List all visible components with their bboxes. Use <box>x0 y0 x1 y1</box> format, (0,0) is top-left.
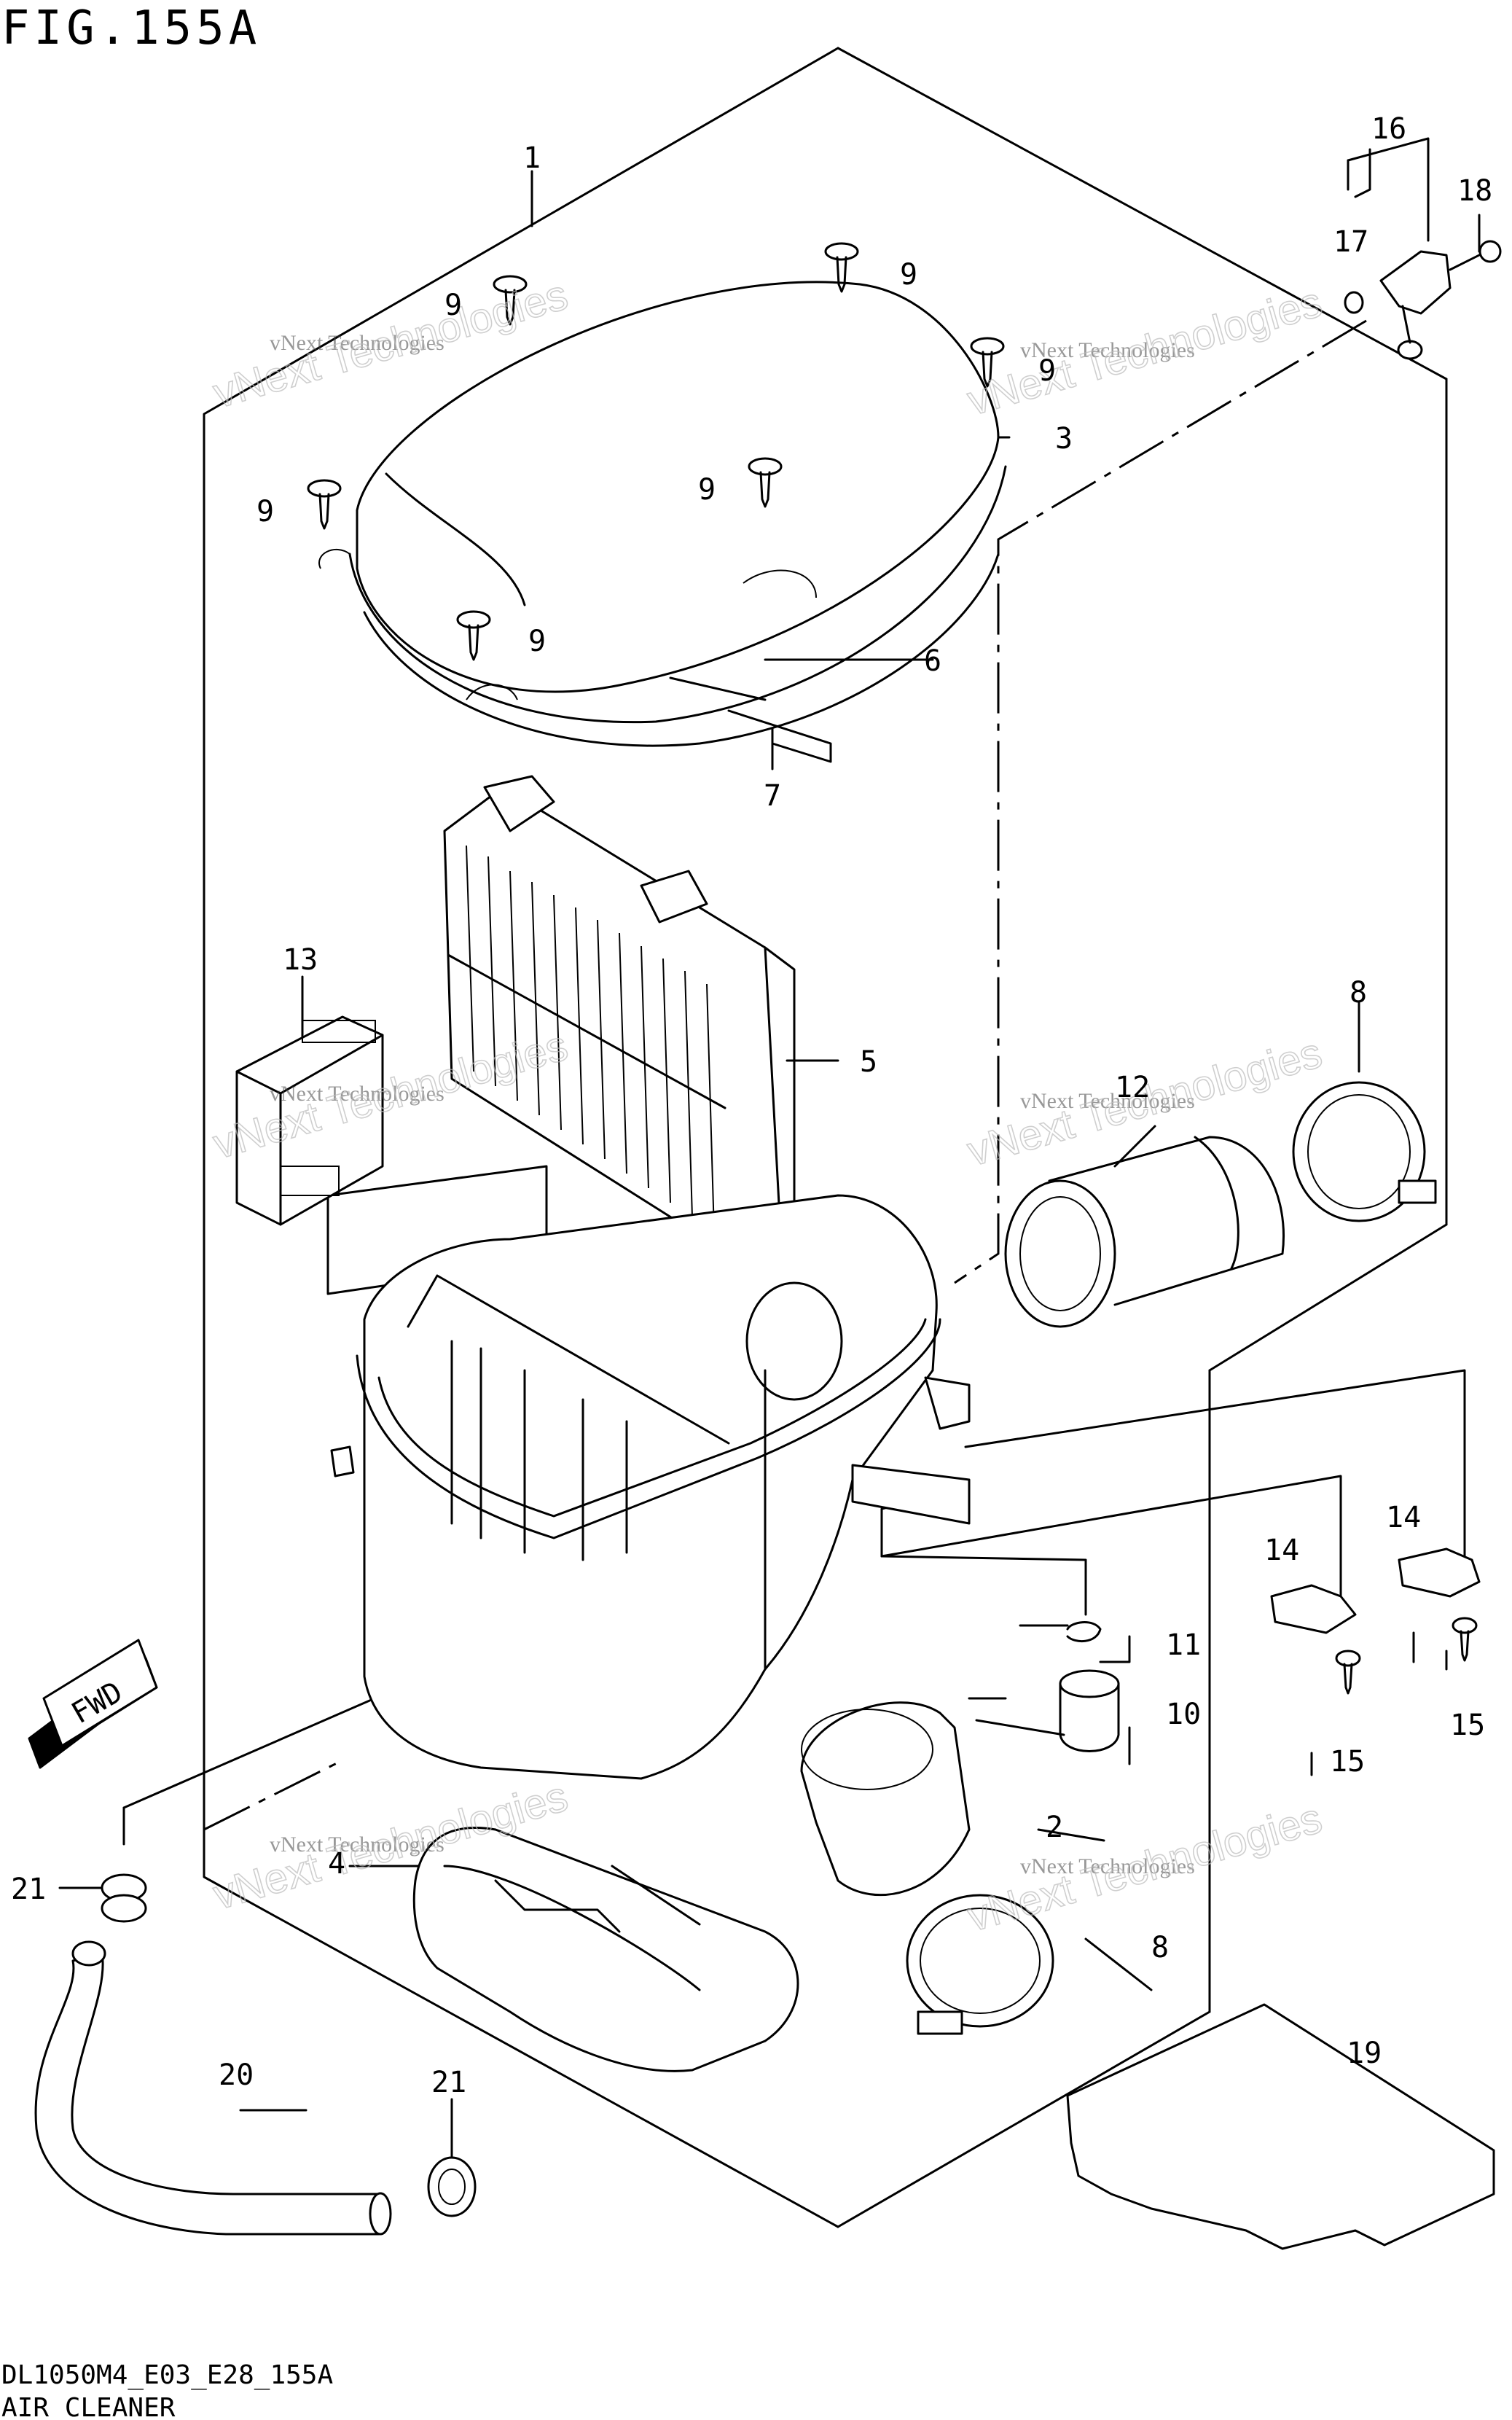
callout-9-b: 9 <box>900 258 917 292</box>
drain-plug <box>1059 1621 1120 1752</box>
callout-5: 5 <box>860 1045 877 1079</box>
watermark-small: vNext Technologies <box>1020 1089 1195 1113</box>
callout-3: 3 <box>1055 422 1073 456</box>
screw-icon <box>493 275 528 326</box>
screw-icon <box>1452 1617 1478 1662</box>
figure-code: DL1050M4_E03_E28_155A <box>1 2360 333 2390</box>
hose-clamp-lower <box>427 2156 477 2217</box>
sheet-panel <box>1066 2003 1495 2250</box>
callout-13: 13 <box>283 943 318 977</box>
hose-clamp-upper <box>101 1873 147 1923</box>
callout-19: 19 <box>1347 2037 1382 2070</box>
screw-icon <box>824 242 859 293</box>
watermark-large: vNext Technologies <box>963 1795 1327 1941</box>
filter-pleats <box>447 845 726 1233</box>
foam-block <box>235 1015 384 1226</box>
breather-hose <box>34 1940 392 2236</box>
filter-element <box>443 775 796 1255</box>
callout-15-a: 15 <box>1330 1745 1365 1779</box>
callout-10: 10 <box>1166 1698 1201 1731</box>
fwd-arrow-icon: FWD <box>28 1639 158 1769</box>
air-cleaner-case <box>330 1194 971 1780</box>
callout-21-b: 21 <box>431 2066 466 2099</box>
air-cleaner-cover <box>318 281 1007 763</box>
watermark-small: vNext Technologies <box>1020 1854 1195 1878</box>
callout-21-a: 21 <box>11 1873 46 1906</box>
callout-18: 18 <box>1457 174 1492 208</box>
clamp-upper <box>1292 1081 1437 1222</box>
watermark-small: vNext Technologies <box>270 1082 444 1106</box>
callout-14-b: 14 <box>1386 1501 1421 1534</box>
callout-9-e: 9 <box>698 473 716 507</box>
screw-icon <box>307 479 342 530</box>
screw-icon <box>1335 1650 1361 1695</box>
watermark-small: vNext Technologies <box>1020 338 1195 362</box>
watermark-large: vNext Technologies <box>963 278 1327 425</box>
figure-title: FIG.155A <box>1 1 261 55</box>
callout-8-upper: 8 <box>1350 976 1367 1010</box>
watermark-small: vNext Technologies <box>270 331 444 355</box>
callout-16: 16 <box>1371 112 1406 146</box>
callout-7: 7 <box>764 779 781 813</box>
intake-duct <box>1004 1136 1285 1328</box>
callout-9-d: 9 <box>256 495 274 528</box>
screw-icon <box>748 457 783 508</box>
sensor-assembly <box>1344 240 1502 360</box>
callout-8-lower: 8 <box>1151 1931 1169 1964</box>
callout-12: 12 <box>1115 1071 1150 1104</box>
lower-duct <box>800 1701 971 1897</box>
callout-9-a: 9 <box>444 289 462 322</box>
callout-20: 20 <box>219 2058 254 2092</box>
clamp-lower <box>906 1894 1054 2035</box>
screw-group <box>307 242 1005 661</box>
callout-11: 11 <box>1166 1628 1201 1662</box>
callout-4: 4 <box>328 1847 345 1881</box>
callout-1: 1 <box>523 141 541 175</box>
bracket-right <box>1398 1547 1481 1662</box>
callout-9-f: 9 <box>528 625 546 658</box>
callout-15-b: 15 <box>1450 1709 1485 1742</box>
lower-cover <box>412 1827 799 2072</box>
assembly-frame <box>203 47 1448 2228</box>
watermark-small: vNext Technologies <box>270 1832 444 1857</box>
figure-caption: AIR CLEANER <box>1 2393 176 2420</box>
screw-icon <box>970 337 1005 388</box>
callout-17: 17 <box>1333 225 1368 259</box>
callout-6: 6 <box>924 644 941 678</box>
screw-icon <box>456 610 491 661</box>
callouts: 1 2 3 4 5 6 7 8 8 9 9 9 9 9 9 10 11 12 1… <box>11 112 1492 2099</box>
callout-14-a: 14 <box>1264 1534 1299 1567</box>
bracket-left <box>1270 1584 1361 1695</box>
callout-9-c: 9 <box>1038 354 1056 388</box>
callout-2: 2 <box>1046 1811 1063 1844</box>
